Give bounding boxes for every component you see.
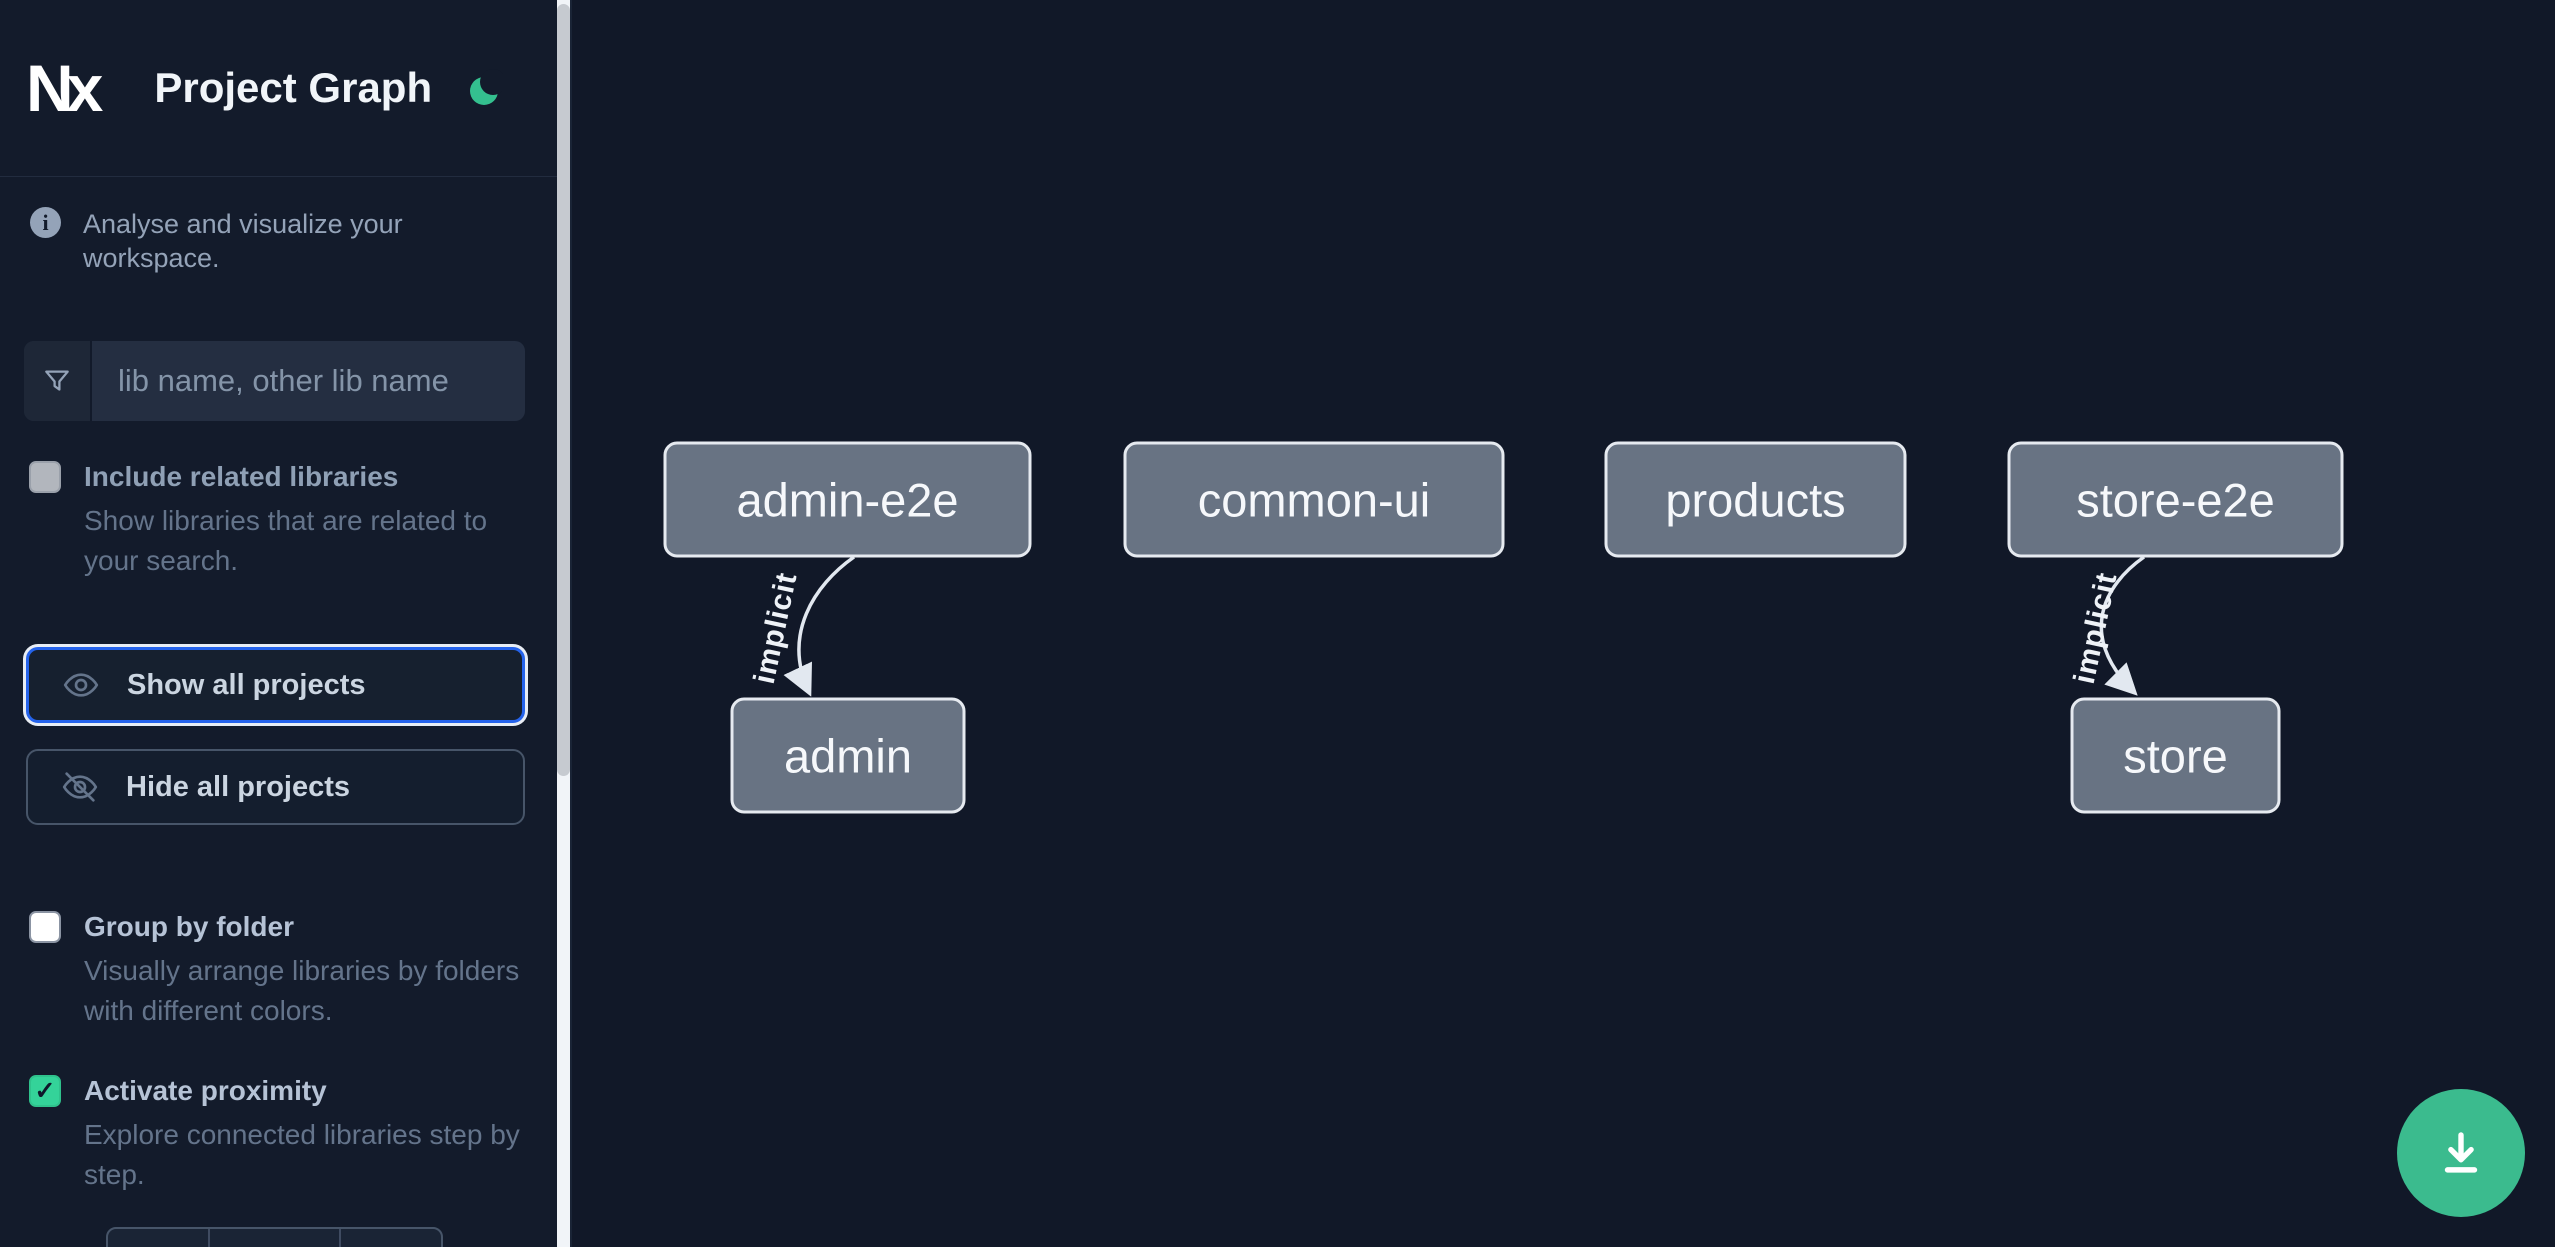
svg-text:admin: admin	[784, 730, 912, 783]
sidebar-header: Nx Project Graph	[0, 0, 557, 177]
increment-button[interactable]: +	[341, 1229, 441, 1247]
svg-text:store: store	[2123, 730, 2228, 783]
graph-node-admin[interactable]: admin	[730, 697, 966, 814]
show-all-projects-label: Show all projects	[127, 668, 366, 701]
info-text: Analyse and visualize your workspace.	[83, 209, 403, 273]
eye-icon	[63, 673, 99, 697]
graph-node-store-e2e[interactable]: store-e2e	[2007, 441, 2344, 558]
workspace-info: i Analyse and visualize your workspace.	[30, 207, 531, 275]
dark-mode-toggle[interactable]	[469, 69, 503, 107]
stepper-value: 1	[208, 1229, 341, 1247]
graph-node-store[interactable]: store	[2070, 697, 2281, 814]
toggle-label: Include related libraries	[84, 461, 399, 492]
toggle-include-related-libraries: Include related libraries Show libraries…	[0, 459, 557, 581]
sidebar-scrollbar-track[interactable]	[557, 0, 570, 1247]
filter-icon	[45, 370, 69, 391]
nx-logo: Nx	[26, 51, 103, 125]
eye-off-icon	[62, 772, 98, 802]
hide-all-projects-button[interactable]: Hide all projects	[26, 749, 525, 825]
graph-node-products[interactable]: products	[1604, 441, 1907, 558]
moon-icon	[470, 69, 503, 105]
sidebar: Nx Project Graph i Analyse and visualize…	[0, 0, 557, 1247]
toggle-description: Show libraries that are related to your …	[84, 505, 488, 576]
toggle-label: Group by folder	[84, 911, 294, 942]
svg-text:common-ui: common-ui	[1198, 474, 1430, 527]
proximity-depth-stepper: − 1 +	[106, 1227, 443, 1247]
page-title: Project Graph	[154, 64, 433, 111]
search-box	[24, 341, 525, 421]
activate-proximity-checkbox[interactable]: ✓	[29, 1075, 61, 1107]
toggle-description: Visually arrange libraries by folders wi…	[84, 955, 520, 1026]
decrement-button[interactable]: −	[108, 1229, 208, 1247]
toggle-label: Activate proximity	[84, 1075, 327, 1106]
download-graph-button[interactable]	[2397, 1089, 2525, 1217]
info-icon: i	[30, 207, 61, 238]
svg-text:products: products	[1665, 474, 1845, 527]
search-input[interactable]	[92, 341, 525, 421]
graph-node-admin-e2e[interactable]: admin-e2e	[663, 441, 1032, 558]
svg-text:store-e2e: store-e2e	[2076, 474, 2275, 527]
sidebar-scrollbar-thumb[interactable]	[557, 4, 570, 776]
download-icon	[2444, 1132, 2478, 1173]
toggle-description: Explore connected libraries step by step…	[84, 1119, 520, 1190]
graph-node-common-ui[interactable]: common-ui	[1123, 441, 1505, 558]
group-by-folder-checkbox[interactable]	[29, 911, 61, 943]
svg-text:admin-e2e: admin-e2e	[736, 474, 958, 527]
show-all-projects-button[interactable]: Show all projects	[26, 647, 525, 723]
hide-all-projects-label: Hide all projects	[126, 770, 351, 803]
include-related-checkbox[interactable]	[29, 461, 61, 493]
toggle-activate-proximity: ✓ Activate proximity Explore connected l…	[0, 1073, 557, 1195]
graph-edge-admin-e2e-to-admin	[783, 555, 856, 697]
filter-icon-cell	[24, 341, 92, 421]
toggle-group-by-folder: Group by folder Visually arrange librari…	[0, 909, 557, 1031]
graph-edge-store-e2e-to-store	[2099, 555, 2146, 696]
edge-label-implicit: implicit	[748, 569, 804, 686]
